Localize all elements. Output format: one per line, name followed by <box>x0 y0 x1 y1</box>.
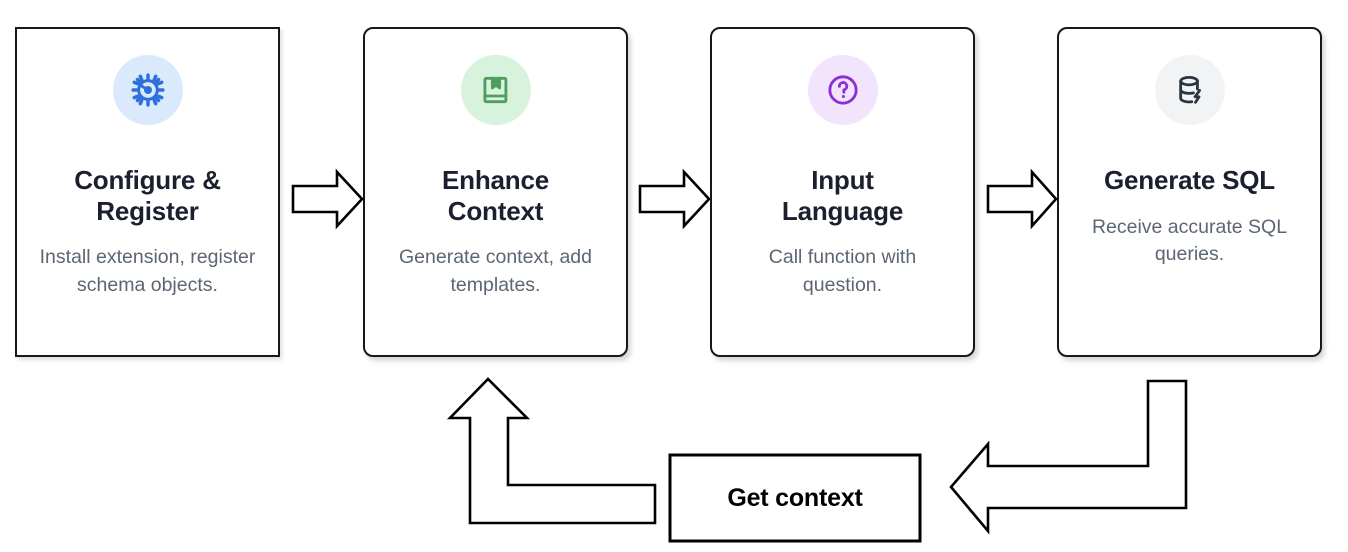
step-card-configure-register[interactable]: Configure & Register Install extension, … <box>15 27 280 357</box>
title-line-2: Language <box>781 195 904 226</box>
title-line-2: Context <box>447 195 544 226</box>
question-circle-icon <box>824 71 862 109</box>
step-description-enhance-context: Generate context, add templates. <box>399 246 592 297</box>
database-bolt-icon-bubble <box>1154 55 1225 125</box>
step-description-generate-sql: Receive accurate SQL queries. <box>1091 215 1288 266</box>
step-title-enhance-context: Enhance Context <box>432 165 559 226</box>
title-line-1: Generate SQL <box>1104 165 1275 195</box>
arrow-right-1[interactable] <box>291 168 364 230</box>
feedback-arrow-left[interactable] <box>949 379 1188 535</box>
step-title-input-language: Input Language <box>772 165 913 226</box>
title-line-1: Configure & <box>74 165 221 195</box>
title-line-1: Input <box>811 165 874 195</box>
step-card-generate-sql[interactable]: Generate SQL Receive accurate SQL querie… <box>1057 27 1322 357</box>
book-bookmark-icon <box>478 72 514 108</box>
step-title-generate-sql: Generate SQL <box>1094 165 1285 196</box>
gear-icon-bubble <box>112 55 183 125</box>
get-context-label: Get context <box>727 483 863 512</box>
gear-icon <box>128 70 168 110</box>
step-title-configure-register: Configure & Register <box>64 165 231 226</box>
arrow-right-2[interactable] <box>638 168 711 230</box>
question-circle-icon-bubble <box>807 55 878 125</box>
step-description-input-language: Call function with question. <box>768 246 917 297</box>
title-line-1: Enhance <box>442 165 549 195</box>
arrow-right-3[interactable] <box>986 168 1058 230</box>
database-bolt-icon <box>1171 71 1209 109</box>
feedback-arrow-up[interactable] <box>446 377 657 525</box>
title-line-2: Register <box>96 195 199 226</box>
get-context-box[interactable] <box>668 453 922 543</box>
book-bookmark-icon-bubble <box>460 55 531 125</box>
step-card-enhance-context[interactable]: Enhance Context Generate context, add te… <box>363 27 628 357</box>
step-description-configure-register: Install extension, register schema objec… <box>39 246 256 297</box>
step-card-input-language[interactable]: Input Language Call function with questi… <box>710 27 975 357</box>
